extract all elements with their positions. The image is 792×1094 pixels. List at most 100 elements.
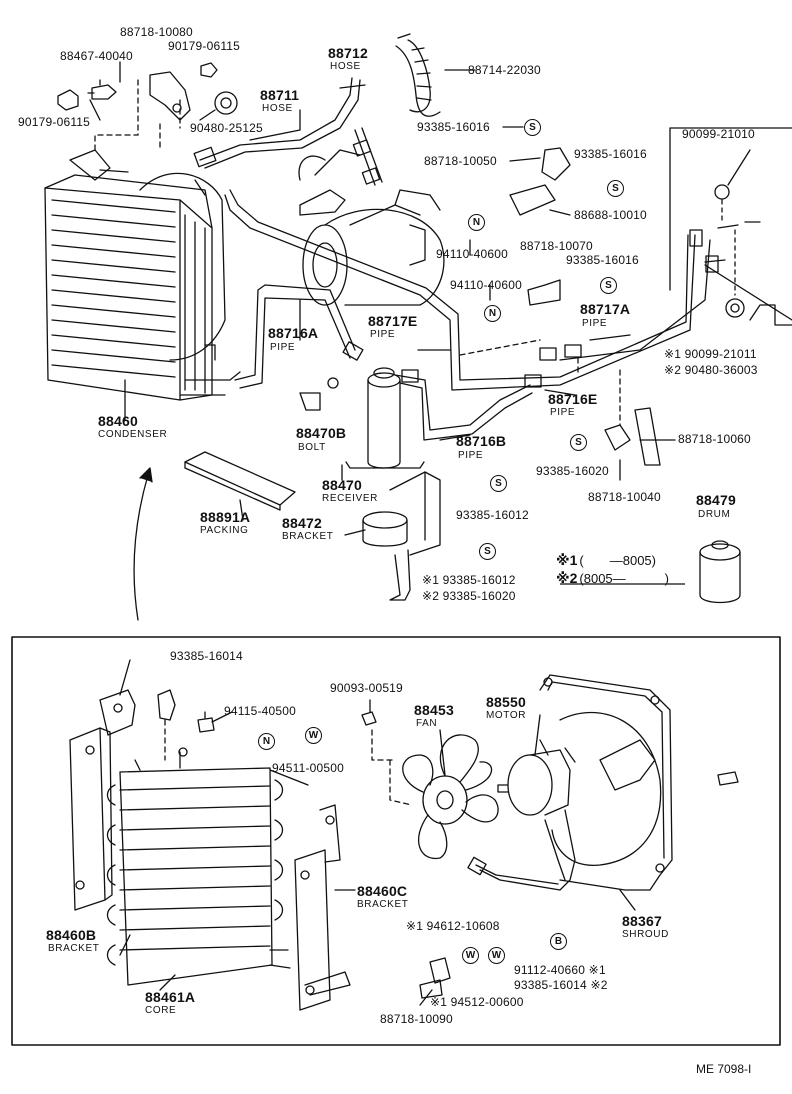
label-88718-10040: 88718-10040	[588, 490, 661, 504]
label-88717a-sub: PIPE	[582, 318, 608, 329]
motor-88550	[467, 739, 576, 891]
drum-88479	[699, 540, 741, 604]
legend-x2-range: (8005— )	[579, 571, 669, 586]
symbol-s-3: S	[600, 277, 617, 294]
label-x2-93385-16020: ※2 93385-16020	[422, 589, 516, 603]
symbol-s-4: S	[570, 434, 587, 451]
legend-x2-mark: ※2	[556, 570, 578, 586]
fan-88453	[402, 734, 499, 860]
bracket-88460C	[294, 804, 351, 1011]
label-88550-sub: MOTOR	[486, 710, 527, 721]
packing-88891A	[184, 451, 296, 511]
symbol-s-2: S	[607, 180, 624, 197]
label-90480-25125: 90480-25125	[190, 121, 263, 135]
clip-parts-right	[459, 147, 761, 466]
label-88717e: 88717E	[368, 313, 418, 329]
label-88470b: 88470B	[296, 425, 347, 441]
lower-section-frame	[11, 636, 781, 1046]
label-88460b-sub: BRACKET	[48, 943, 100, 954]
label-x1-94512-00600: ※1 94512-00600	[430, 995, 524, 1009]
symbol-w-3: W	[488, 947, 505, 964]
symbol-n-1: N	[468, 214, 485, 231]
label-88716e: 88716E	[548, 391, 598, 407]
label-94115-40500: 94115-40500	[224, 704, 297, 718]
label-88717e-sub: PIPE	[370, 329, 396, 340]
label-88718-10080: 88718-10080	[120, 25, 193, 39]
label-88460b: 88460B	[46, 927, 97, 943]
label-x1-93385-16012: ※1 93385-16012	[422, 573, 516, 587]
label-88470: 88470	[322, 477, 362, 493]
bracket-88460B	[69, 689, 136, 911]
label-88714-22030: 88714-22030	[468, 63, 541, 77]
label-90179-06115-b: 90179-06115	[18, 115, 91, 129]
symbol-w-2: W	[462, 947, 479, 964]
label-88479: 88479	[696, 492, 736, 508]
clip-parts-top	[57, 62, 238, 151]
symbol-n-3: N	[258, 733, 275, 750]
label-93385-16020: 93385-16020	[536, 464, 609, 478]
leader-lines-lower	[119, 659, 636, 1006]
label-88470-sub: RECEIVER	[322, 493, 378, 504]
label-88460-sub: CONDENSER	[98, 429, 168, 440]
shroud-88367	[539, 674, 673, 891]
symbol-w-1: W	[305, 727, 322, 744]
label-88453: 88453	[414, 702, 454, 718]
receiver-88470	[299, 367, 425, 469]
label-93385-16016-a: 93385-16016	[417, 120, 490, 134]
label-93385-16016-c: 93385-16016	[566, 253, 639, 267]
label-88712-sub: HOSE	[330, 61, 361, 72]
label-88550: 88550	[486, 694, 526, 710]
label-88716a: 88716A	[268, 325, 319, 341]
legend-x1-mark: ※1	[556, 552, 578, 568]
label-88460c-sub: BRACKET	[357, 899, 409, 910]
label-88467-40040: 88467-40040	[60, 49, 133, 63]
bracket-88472	[362, 471, 441, 601]
label-88470b-sub: BOLT	[298, 442, 326, 453]
legend-row-2: ※2(8005— )	[556, 568, 669, 587]
label-88716e-sub: PIPE	[550, 407, 576, 418]
symbol-n-2: N	[484, 305, 501, 322]
label-88718-10060: 88718-10060	[678, 432, 751, 446]
label-88716a-sub: PIPE	[270, 342, 296, 353]
label-88718-10090: 88718-10090	[380, 1012, 453, 1026]
label-88461a: 88461A	[145, 989, 196, 1005]
label-88718-10070: 88718-10070	[520, 239, 593, 253]
label-88711: 88711	[260, 87, 300, 103]
core-88461A	[106, 747, 291, 986]
symbol-s-6: S	[479, 543, 496, 560]
label-93385-16016-b: 93385-16016	[574, 147, 647, 161]
label-88716b-sub: PIPE	[458, 450, 484, 461]
condenser-88460	[44, 149, 241, 401]
label-88460c: 88460C	[357, 883, 408, 899]
label-88479-sub: DRUM	[698, 509, 731, 520]
label-88711-sub: HOSE	[262, 103, 293, 114]
label-94110-40600-a: 94110-40600	[436, 247, 509, 261]
label-90093-00519: 90093-00519	[330, 681, 403, 695]
label-x1-94612-10608: ※1 94612-10608	[406, 919, 500, 933]
label-88716b: 88716B	[456, 433, 507, 449]
legend-row-1: ※1( —8005)	[556, 550, 656, 569]
label-88891a-sub: PACKING	[200, 525, 249, 536]
label-93385-16014-x2: 93385-16014 ※2	[514, 978, 608, 992]
label-88891a: 88891A	[200, 509, 251, 525]
label-88453-sub: FAN	[416, 718, 438, 729]
symbol-s-1: S	[524, 119, 541, 136]
label-88717a: 88717A	[580, 301, 631, 317]
label-88712: 88712	[328, 45, 368, 61]
label-88718-10050: 88718-10050	[424, 154, 497, 168]
label-90099-21010: 90099-21010	[682, 127, 755, 141]
label-94110-40600-b: 94110-40600	[450, 278, 523, 292]
label-x2-90480-36003: ※2 90480-36003	[664, 363, 758, 377]
label-93385-16014-top: 93385-16014	[170, 649, 243, 663]
clip-parts-lower	[157, 689, 739, 999]
legend-x1-range: ( —8005)	[579, 553, 656, 568]
label-94511-00500: 94511-00500	[272, 761, 345, 775]
label-x1-90099-21011: ※1 90099-21011	[664, 347, 757, 361]
label-93385-16012: 93385-16012	[456, 508, 529, 522]
symbol-b-1: B	[550, 933, 567, 950]
label-88472-sub: BRACKET	[282, 531, 334, 542]
pipes	[224, 189, 719, 441]
compressor	[298, 149, 445, 306]
label-88460: 88460	[98, 413, 138, 429]
